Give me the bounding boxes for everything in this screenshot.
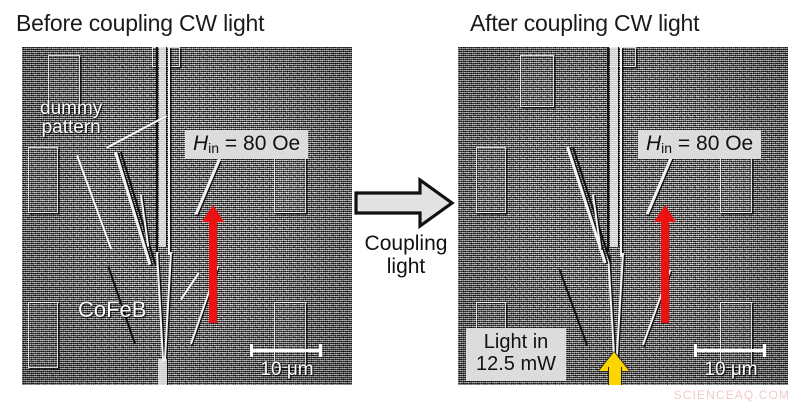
waveguide-core [159, 47, 166, 247]
dummy-pattern-rect [48, 55, 80, 109]
dummy-pattern-rect [28, 302, 58, 368]
scalebar-line [250, 349, 322, 352]
arrow-shaft [661, 219, 669, 323]
dummy-pattern-rect [152, 47, 180, 67]
coupling-caption-line2: light [386, 255, 426, 279]
coupling-light-arrow [352, 176, 456, 230]
field-subscript: in [661, 140, 673, 156]
coupling-light-transition: Coupling light [352, 176, 460, 278]
micrograph-before-coupling: Hin = 80 Oe dummy pattern CoFeB 10 μm [22, 47, 352, 385]
arrow-shaft [608, 367, 622, 385]
waveguide-right-edge [168, 47, 170, 255]
sem-vignette [22, 47, 352, 385]
sem-noise-texture [22, 47, 352, 385]
panel-title-before: Before coupling CW light [16, 10, 265, 36]
waveguide-output-stub [158, 359, 167, 385]
callout-dummy-pattern: dummy pattern [40, 99, 102, 138]
magnetization-arrow-before [202, 205, 224, 323]
dummy-pattern-rect [28, 147, 58, 213]
field-label-after: Hin = 80 Oe [638, 130, 762, 160]
scalebar-cap-right [763, 344, 766, 357]
scalebar-cap-left [250, 344, 253, 357]
sem-noise-texture [458, 47, 788, 385]
micrograph-after-coupling: Hin = 80 Oe Light in 12.5 mW 10 μm [458, 47, 788, 385]
arrow-head [202, 205, 224, 222]
scalebar-cap-left [694, 344, 697, 357]
field-value: = 80 Oe [672, 132, 754, 155]
arrow-shaft [209, 219, 217, 323]
waveguide-core [610, 47, 618, 247]
field-label-before: Hin = 80 Oe [185, 130, 309, 160]
dummy-pattern-rect [520, 55, 554, 107]
scalebar-label: 10 μm [704, 359, 758, 380]
coupling-light-caption: Coupling light [352, 232, 460, 278]
light-in-arrow [599, 352, 629, 385]
arrow-head [654, 205, 676, 222]
light-input-label: Light in 12.5 mW [466, 328, 567, 381]
watermark: SCIENCEAQ.COM [673, 388, 790, 402]
scalebar-cap-right [319, 344, 322, 357]
sem-grain-overlay [22, 47, 352, 385]
dummy-pattern-rect [274, 302, 306, 368]
scalebar-label: 10 μm [260, 359, 314, 380]
callout-dummy-pattern-line2: pattern [41, 117, 101, 139]
callout-dummy-pattern-line1: dummy [40, 98, 103, 119]
arrow-head [599, 352, 629, 371]
scalebar-line [694, 349, 766, 352]
coupling-caption-line1: Coupling [364, 232, 448, 255]
waveguide-left-edge [607, 47, 609, 252]
waveguide-right-edge [620, 47, 623, 257]
waveguide-left-edge [156, 47, 158, 252]
light-input-label-line1: Light in [483, 331, 549, 353]
callout-cofeb: CoFeB [78, 297, 147, 322]
field-subscript: in [208, 140, 220, 156]
panel-title-after: After coupling CW light [470, 10, 700, 36]
magnetization-arrow-after [654, 205, 676, 323]
light-input-label-line2: 12.5 mW [476, 353, 557, 376]
field-symbol: H [646, 132, 662, 155]
field-symbol: H [193, 132, 209, 155]
field-value: = 80 Oe [219, 132, 301, 155]
dummy-pattern-rect [476, 147, 506, 213]
dummy-pattern-rect [720, 302, 752, 368]
